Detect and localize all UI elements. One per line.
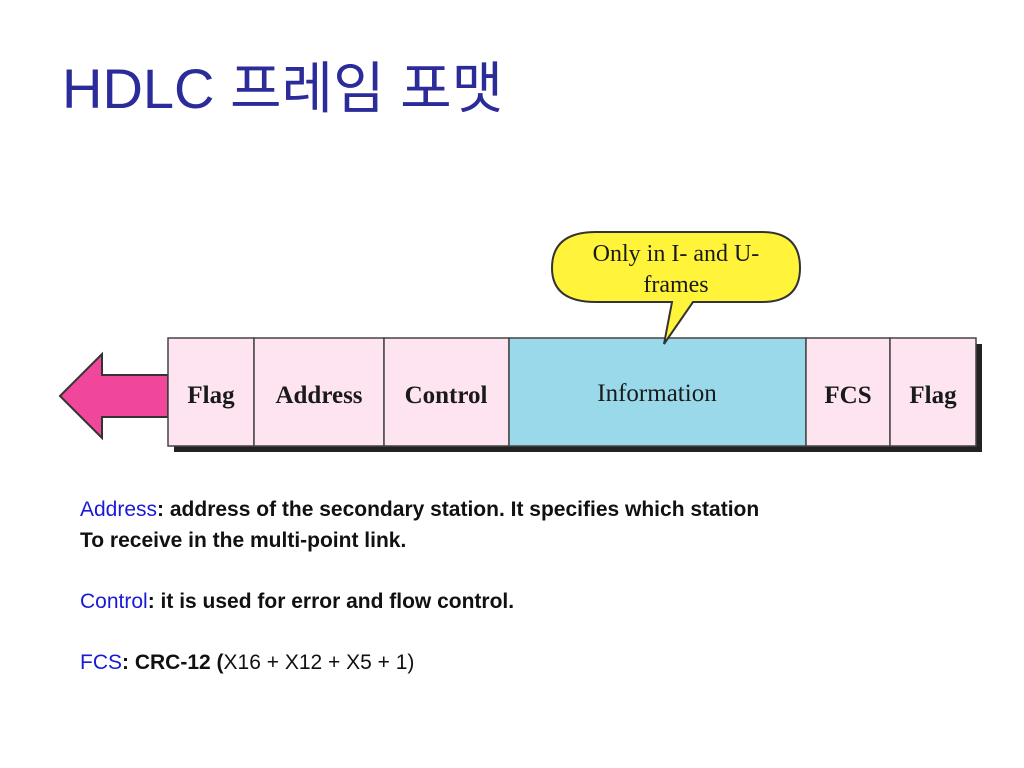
callout-shape bbox=[550, 231, 802, 345]
page-title: HDLC 프레임 포맷 bbox=[62, 57, 504, 120]
description-control: Control: it is used for error and flow c… bbox=[80, 586, 980, 617]
callout-bubble: Only in I- and U- frames bbox=[550, 231, 802, 345]
direction-arrow-icon bbox=[58, 351, 169, 441]
description-address-line2: To receive in the multi-point link. bbox=[80, 529, 407, 552]
hdlc-frame-diagram: Flag Address Control Information FCS Fla… bbox=[58, 231, 982, 452]
field-label-control: Control bbox=[405, 382, 488, 409]
description-address-line1: : address of the secondary station. It s… bbox=[157, 498, 760, 521]
description-fcs-formula: X16 + X12 + X5 + 1) bbox=[223, 651, 415, 674]
field-label-fcs: FCS bbox=[824, 382, 871, 409]
callout-text-line2: frames bbox=[643, 272, 708, 298]
description-fcs: FCS: CRC-12 (X16 + X12 + X5 + 1) bbox=[80, 647, 980, 678]
field-box-information bbox=[508, 337, 807, 447]
callout-text-line1: Only in I- and U- bbox=[593, 241, 760, 267]
frame-fields: Flag Address Control Information FCS Fla… bbox=[167, 337, 977, 447]
description-address: Address: address of the secondary statio… bbox=[80, 494, 980, 556]
description-fcs-text: : CRC-12 ( bbox=[122, 651, 224, 674]
term-address: Address bbox=[80, 498, 158, 521]
field-box-flag-end bbox=[889, 337, 977, 447]
term-control: Control bbox=[80, 590, 148, 613]
field-label-flag-start: Flag bbox=[187, 382, 235, 409]
field-box-flag-start bbox=[167, 337, 255, 447]
field-label-information: Information bbox=[597, 380, 717, 407]
description-control-text: : it is used for error and flow control. bbox=[147, 590, 515, 613]
field-label-address: Address bbox=[275, 382, 362, 409]
field-descriptions: Address: address of the secondary statio… bbox=[80, 494, 980, 708]
term-fcs: FCS bbox=[80, 651, 122, 674]
field-box-fcs bbox=[805, 337, 891, 447]
field-label-flag-end: Flag bbox=[909, 382, 957, 409]
